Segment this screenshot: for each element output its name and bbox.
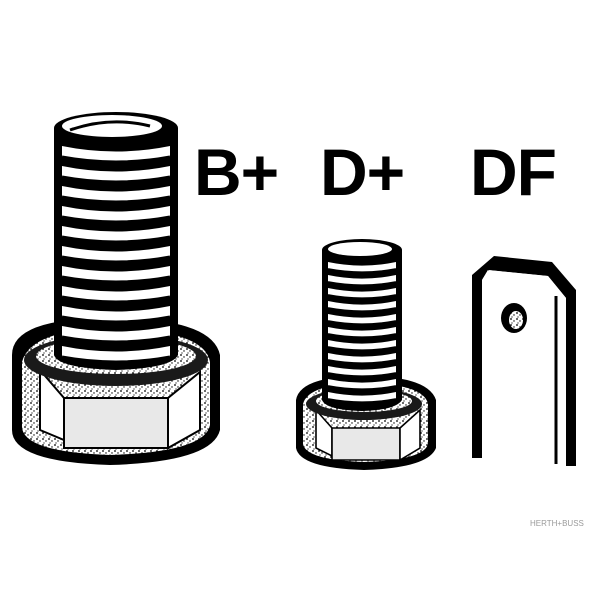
thread-ring [62, 166, 170, 182]
thread-edge [61, 275, 171, 284]
watermark: HERTH+BUSS [530, 519, 584, 528]
thread-edge [327, 385, 397, 391]
thread-ring [328, 314, 396, 325]
thread-edge [327, 268, 397, 274]
label-d-plus: D+ [320, 135, 405, 209]
thread-edge [61, 255, 171, 264]
thread-ring [328, 353, 396, 364]
bolt-small-icon [296, 239, 436, 470]
thread-edge [327, 346, 397, 352]
thread-ring [62, 326, 170, 342]
thread-ring [62, 346, 170, 362]
flat-tab-terminal-icon [472, 256, 576, 466]
label-df: DF [470, 135, 557, 209]
thread-edge [327, 281, 397, 287]
thread-edge [327, 359, 397, 365]
thread-ring [328, 340, 396, 351]
thread-ring [62, 206, 170, 222]
thread-ring [328, 379, 396, 390]
thread-edge [327, 398, 397, 404]
thread-ring [328, 366, 396, 377]
thread-edge [327, 333, 397, 339]
thread-ring [328, 301, 396, 312]
thread-ring [62, 186, 170, 202]
thread-ring [62, 226, 170, 242]
thread-ring [328, 288, 396, 299]
thread-edge [327, 320, 397, 326]
thread-edge [61, 295, 171, 304]
thread-ring [328, 327, 396, 338]
thread-edge [327, 372, 397, 378]
thread-edge [61, 355, 171, 364]
thread-ring [328, 275, 396, 286]
thread-edge [61, 235, 171, 244]
thread-ring [62, 246, 170, 262]
thread-ring [328, 262, 396, 273]
thread-edge [61, 335, 171, 344]
thread-ring [62, 306, 170, 322]
thread-edge [61, 175, 171, 184]
thread-ring [62, 266, 170, 282]
thread-edge [61, 155, 171, 164]
thread-edge [327, 294, 397, 300]
thread-ring [62, 146, 170, 162]
bolt-large-icon [12, 112, 220, 465]
thread-ring [62, 286, 170, 302]
thread-edge [61, 215, 171, 224]
thread-ring [328, 392, 396, 403]
thread-edge [61, 195, 171, 204]
label-b-plus: B+ [194, 135, 279, 209]
thread-edge [327, 307, 397, 313]
thread-edge [61, 315, 171, 324]
